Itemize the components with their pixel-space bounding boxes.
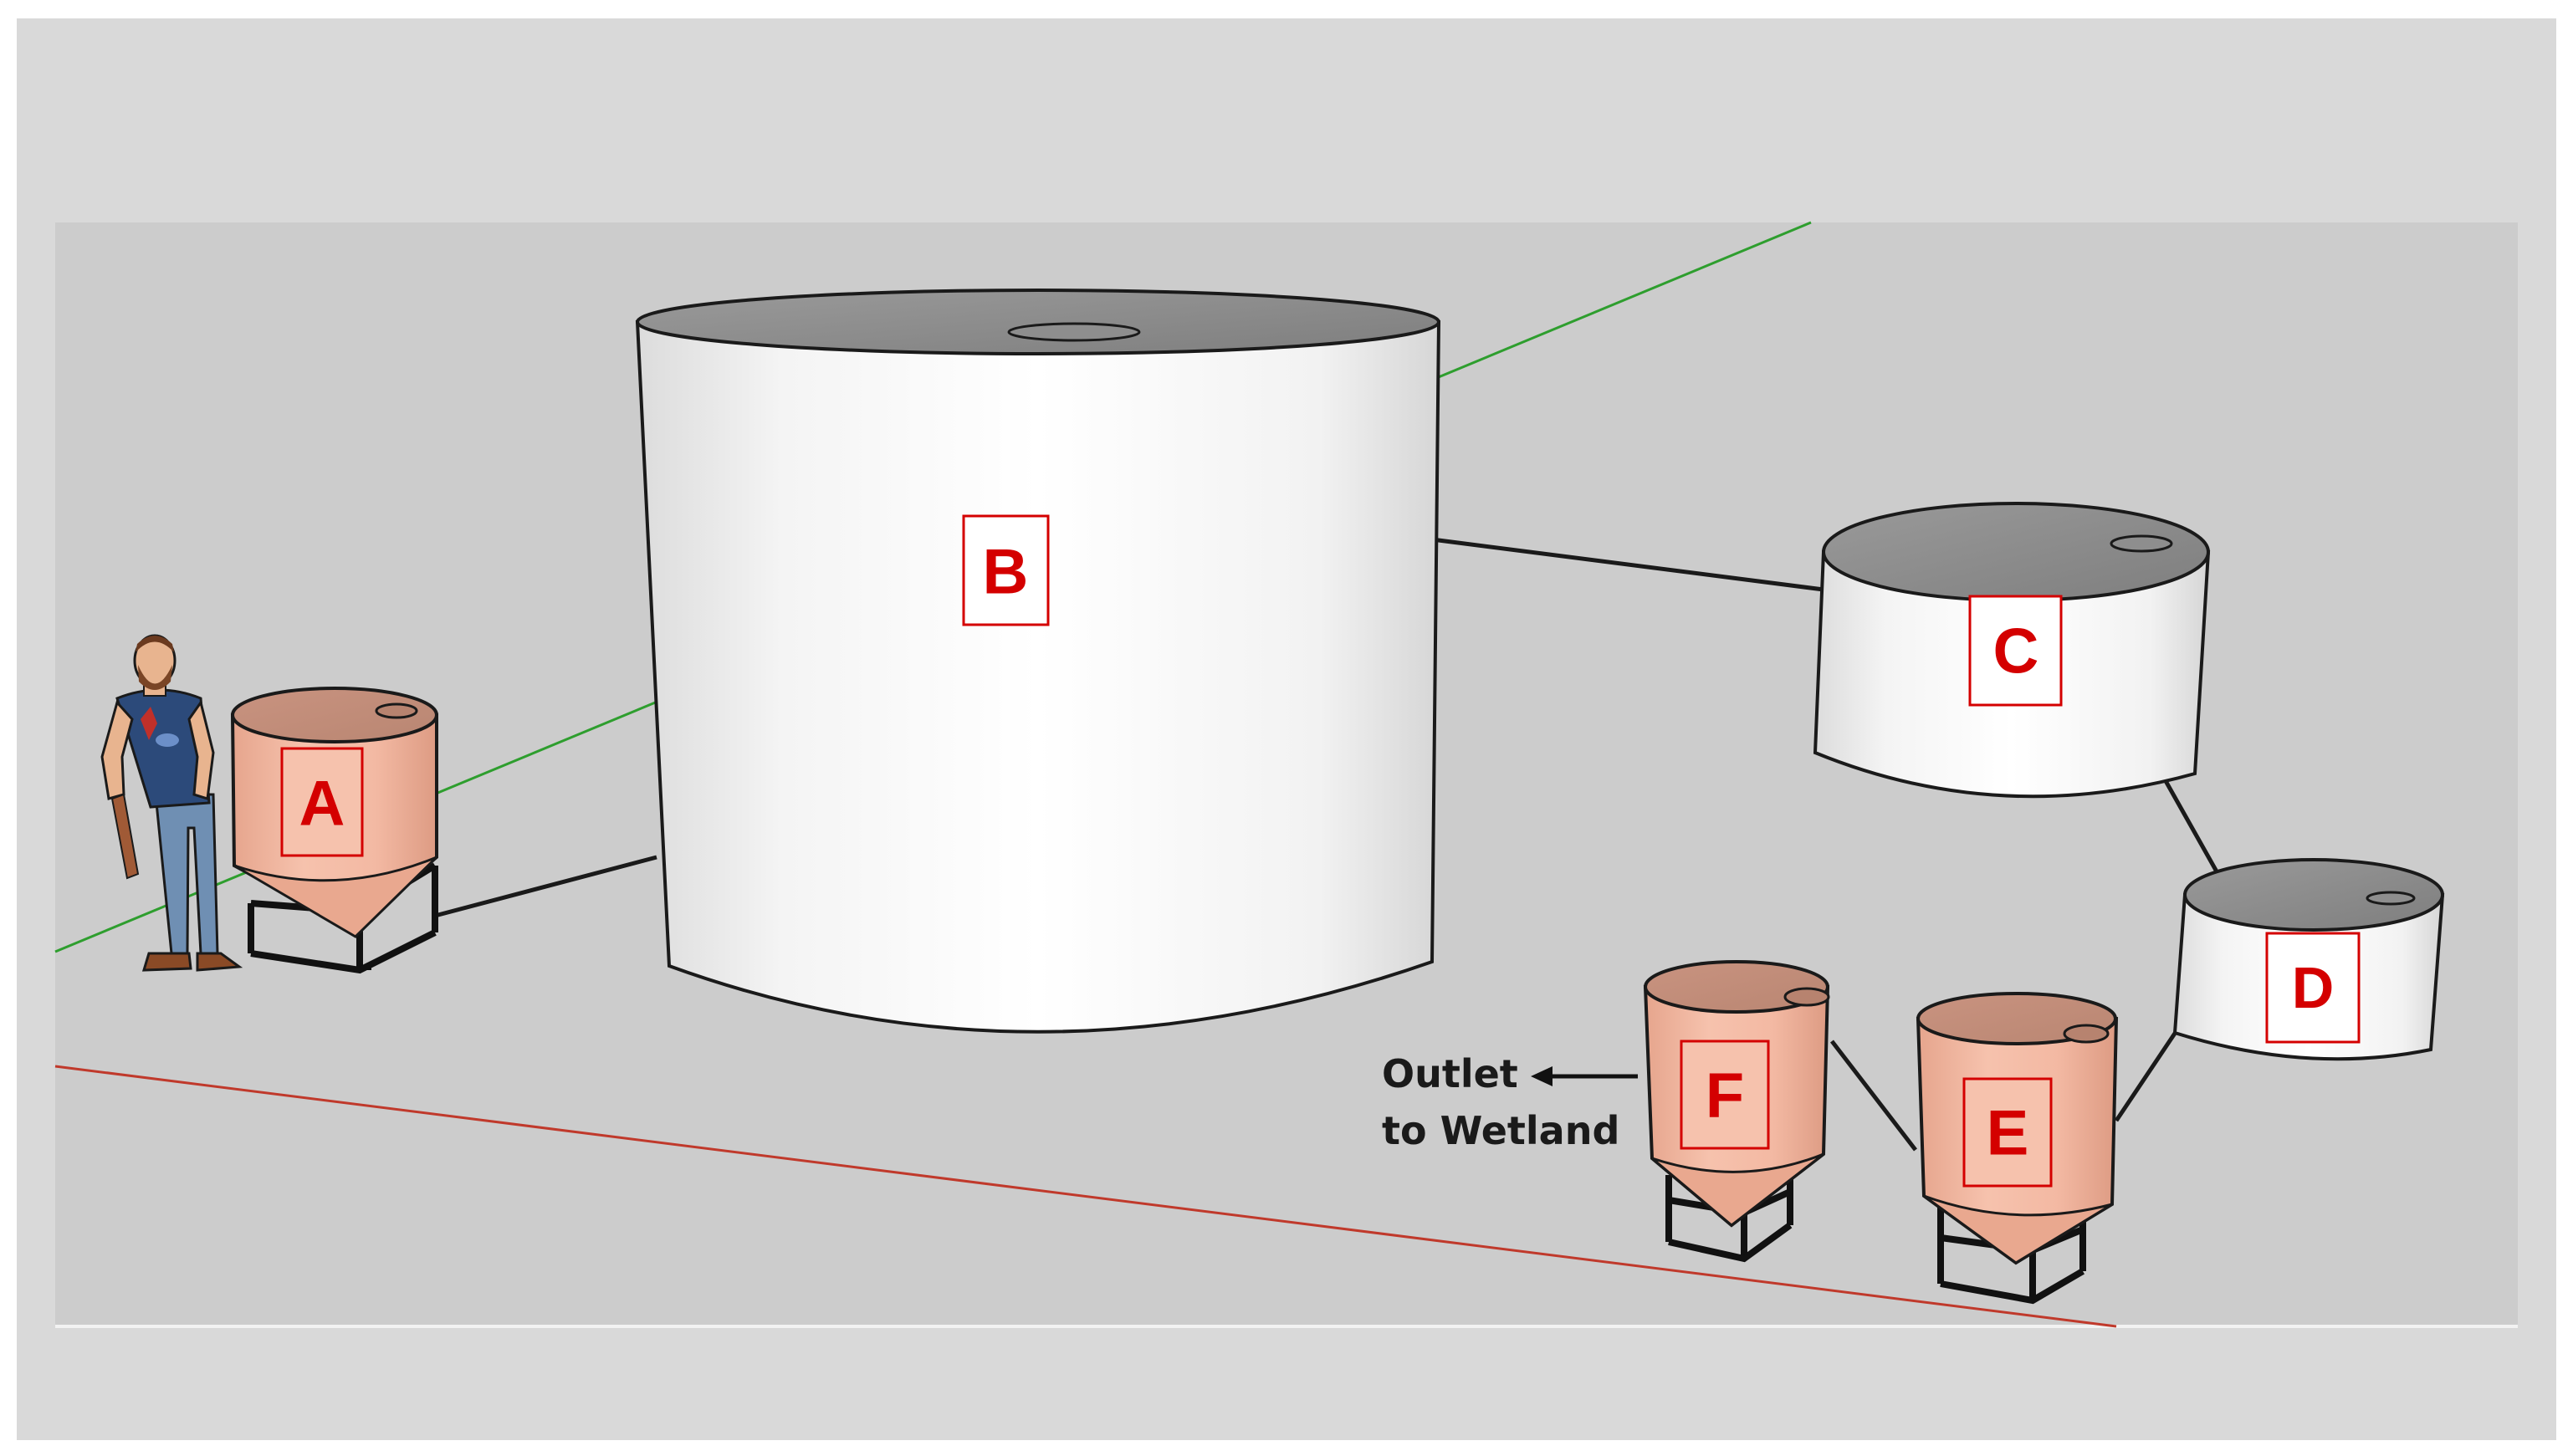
tank-a-label-box <box>280 747 364 857</box>
outlet-arrow-head <box>1531 1066 1552 1086</box>
tank-a-label: A <box>299 769 345 840</box>
tank-c-label: C <box>1993 616 2039 687</box>
person-figure <box>100 634 243 972</box>
red-axis <box>54 1065 2117 1328</box>
tank-e-label-box <box>1962 1077 2053 1188</box>
tank-a: A <box>230 687 438 974</box>
pipe-e-to-f <box>1830 1040 1917 1152</box>
pipe-b-to-c <box>1431 537 1824 592</box>
tank-d-label-box <box>2265 932 2361 1044</box>
tank-f: F <box>1643 960 1830 1263</box>
outlet-label-line2: to Wetland <box>1382 1108 1619 1153</box>
tank-e: E <box>1916 992 2119 1305</box>
outlet-label-line1: Outlet <box>1382 1051 1518 1096</box>
tank-d: D <box>2172 858 2445 1061</box>
outlet-annotation: Outlet to Wetland <box>1382 1051 1638 1153</box>
pipes <box>434 537 2228 1152</box>
tank-f-label: F <box>1706 1060 1744 1132</box>
tank-e-label: E <box>1987 1098 2029 1169</box>
tank-d-label: D <box>2292 955 2335 1020</box>
tank-c-label-box <box>1968 595 2063 707</box>
tank-b-label-box <box>962 514 1050 626</box>
tank-c: C <box>1813 502 2211 799</box>
pipe-a-to-b <box>434 855 657 918</box>
tank-b: B <box>635 289 1441 1034</box>
tank-f-label-box <box>1680 1040 1770 1150</box>
tank-b-label: B <box>983 537 1029 608</box>
